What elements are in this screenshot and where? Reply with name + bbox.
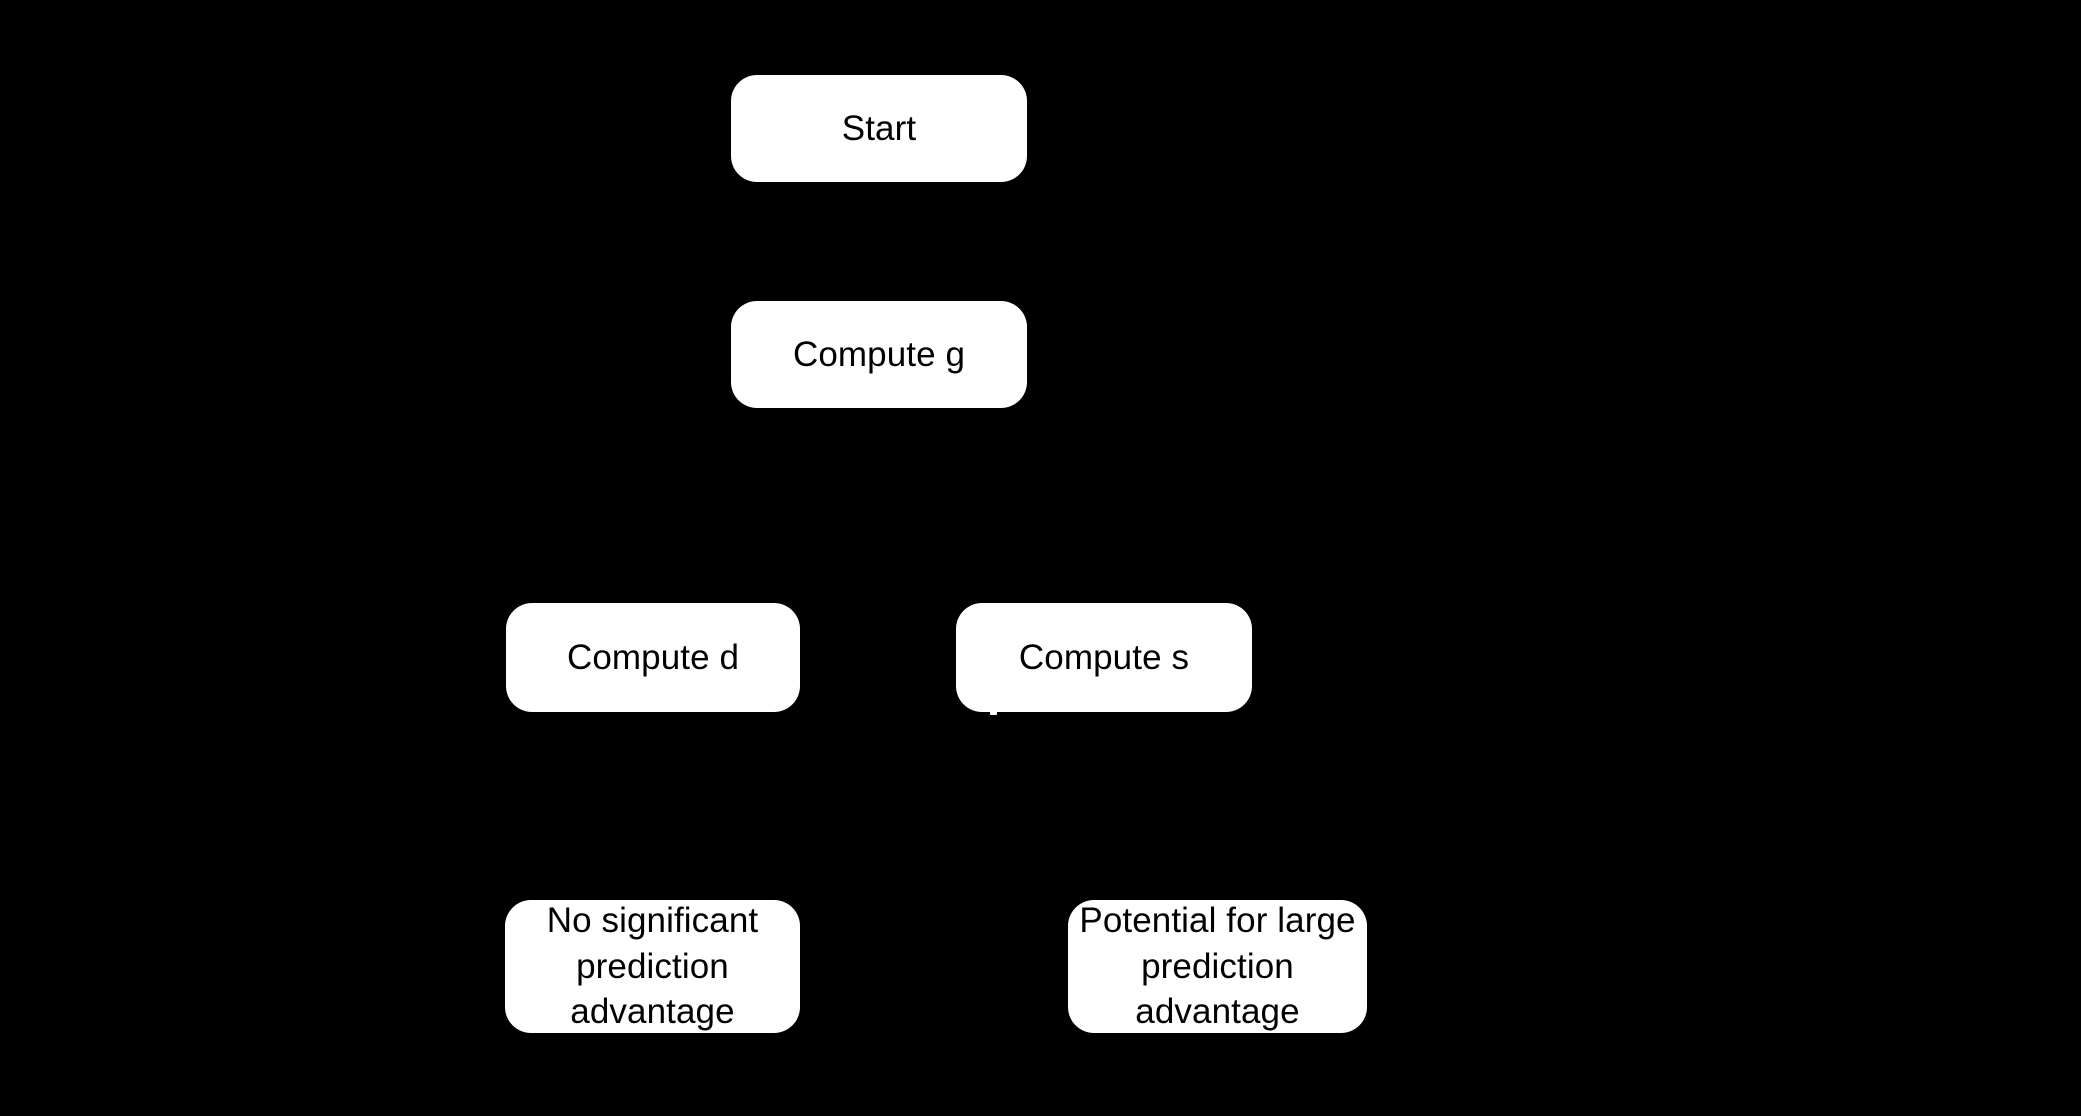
node-compute-d-label: Compute d xyxy=(566,637,740,677)
node-compute-g-label: Compute g xyxy=(792,334,966,374)
node-no-significant-prediction-advantage-label: No significant prediction advantage xyxy=(546,901,759,1032)
node-compute-s-label: Compute s xyxy=(1018,637,1190,677)
edge-compute-g-to-compute-s xyxy=(877,408,1120,607)
node-no-significant-prediction-advantage[interactable]: No significant prediction advantage xyxy=(505,900,800,1033)
node-potential-for-large-prediction-advantage[interactable]: Potential for large prediction advantage xyxy=(1068,900,1367,1033)
node-compute-s[interactable]: Compute s xyxy=(956,603,1252,712)
node-start-label: Start xyxy=(841,108,917,148)
node-compute-d[interactable]: Compute d xyxy=(506,603,800,712)
node-potential-for-large-prediction-advantage-label: Potential for large prediction advantage xyxy=(1079,901,1356,1032)
edge-compute-s-to-large-advantage xyxy=(1102,712,1233,904)
edge-compute-g-to-compute-d xyxy=(637,408,881,607)
node-compute-g[interactable]: Compute g xyxy=(731,301,1027,408)
node-start[interactable]: Start xyxy=(731,75,1027,182)
edge-stub-below-compute-s xyxy=(990,706,997,715)
